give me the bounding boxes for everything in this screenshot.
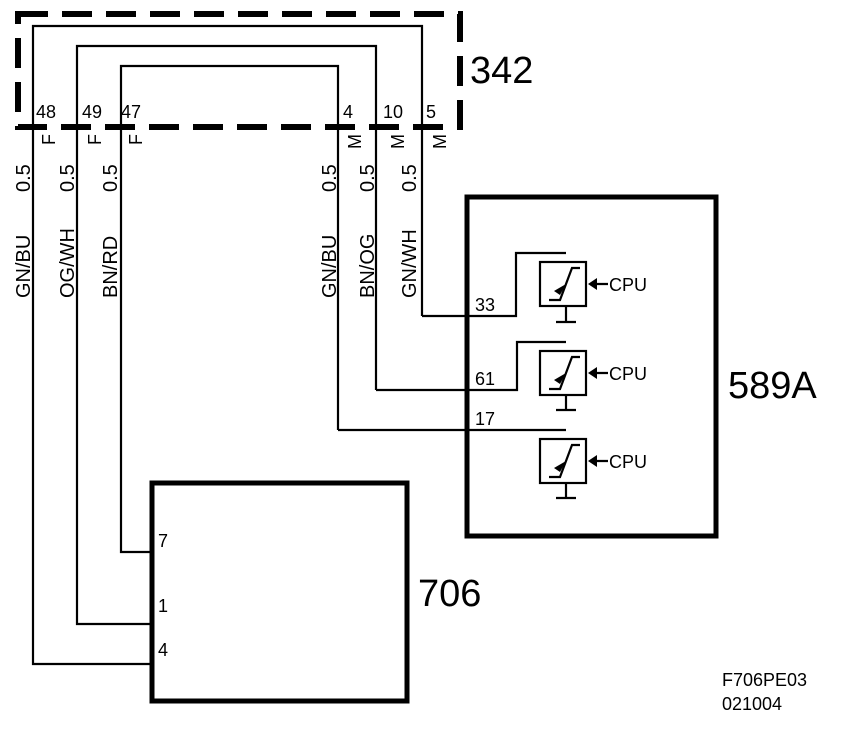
- cpu-label-3: CPU: [609, 452, 647, 472]
- svg-text:GN/WH: GN/WH: [399, 229, 421, 298]
- svg-text:OG/WH: OG/WH: [57, 228, 79, 298]
- module-589a-pin-33: 33: [475, 295, 495, 315]
- cpu-arrow-icon: [588, 367, 597, 379]
- svg-text:0.5: 0.5: [13, 164, 35, 192]
- module-589a-label: 589A: [728, 365, 817, 407]
- cpu-arrow-icon: [588, 455, 597, 467]
- pin-4-gender: M: [345, 134, 365, 149]
- wire-bn-rd-47-to-706-pin7: [119, 64, 340, 554]
- input-circuit-1: CPU: [538, 251, 647, 324]
- pin-48-number: 48: [36, 102, 56, 122]
- diagram-code: F706PE03: [722, 670, 807, 690]
- wire-label-og-wh: OG/WH 0.5: [57, 164, 79, 298]
- svg-text:0.5: 0.5: [100, 164, 122, 192]
- diagram-date: 021004: [722, 694, 782, 714]
- svg-text:0.5: 0.5: [357, 164, 379, 192]
- pin-10-number: 10: [383, 102, 403, 122]
- module-706-pin-1: 1: [158, 596, 168, 616]
- module-706-pin-4: 4: [158, 640, 168, 660]
- connector-342-outline: [15, 11, 463, 130]
- wire-gn-bu-48-to-706-pin4: [31, 24, 424, 666]
- cpu-arrow-icon: [588, 278, 597, 290]
- module-589a-pin-17: 17: [475, 409, 495, 429]
- pin-47-gender: F: [126, 134, 146, 145]
- wire-label-bn-og: BN/OG 0.5: [357, 164, 379, 298]
- wire-og-wh-49-to-706-pin1: [75, 44, 378, 626]
- module-706-label: 706: [418, 573, 481, 615]
- svg-text:0.5: 0.5: [57, 164, 79, 192]
- cpu-label-2: CPU: [609, 364, 647, 384]
- svg-text:0.5: 0.5: [399, 164, 421, 192]
- pin-49-gender: F: [85, 134, 105, 145]
- pin-48-gender: F: [39, 134, 59, 145]
- svg-text:BN/OG: BN/OG: [357, 234, 379, 298]
- wire-label-gn-bu-right: GN/BU 0.5: [319, 164, 341, 298]
- module-706-pin-7: 7: [158, 531, 168, 551]
- pin-4-number: 4: [343, 102, 353, 122]
- pin-10-gender: M: [388, 134, 408, 149]
- svg-text:GN/BU: GN/BU: [319, 235, 341, 298]
- module-589a-box: [464, 194, 719, 539]
- cpu-label-1: CPU: [609, 275, 647, 295]
- wire-label-gn-bu-left: GN/BU 0.5: [13, 164, 35, 298]
- pin-5-number: 5: [426, 102, 436, 122]
- wire-bn-og-to-589a-pin61: [376, 340, 540, 392]
- pin-49-number: 49: [82, 102, 102, 122]
- wire-label-gn-wh: GN/WH 0.5: [399, 164, 421, 298]
- connector-342-label: 342: [470, 50, 533, 92]
- module-706-box: [149, 480, 410, 704]
- wire-label-bn-rd: BN/RD 0.5: [100, 164, 122, 298]
- pin-47-number: 47: [121, 102, 141, 122]
- svg-text:0.5: 0.5: [319, 164, 341, 192]
- module-589a-pin-61: 61: [475, 369, 495, 389]
- input-circuit-3: CPU: [538, 428, 647, 500]
- pin-5-gender: M: [430, 134, 450, 149]
- input-circuit-2: CPU: [538, 340, 647, 412]
- svg-text:GN/BU: GN/BU: [13, 235, 35, 298]
- svg-text:BN/RD: BN/RD: [100, 236, 122, 298]
